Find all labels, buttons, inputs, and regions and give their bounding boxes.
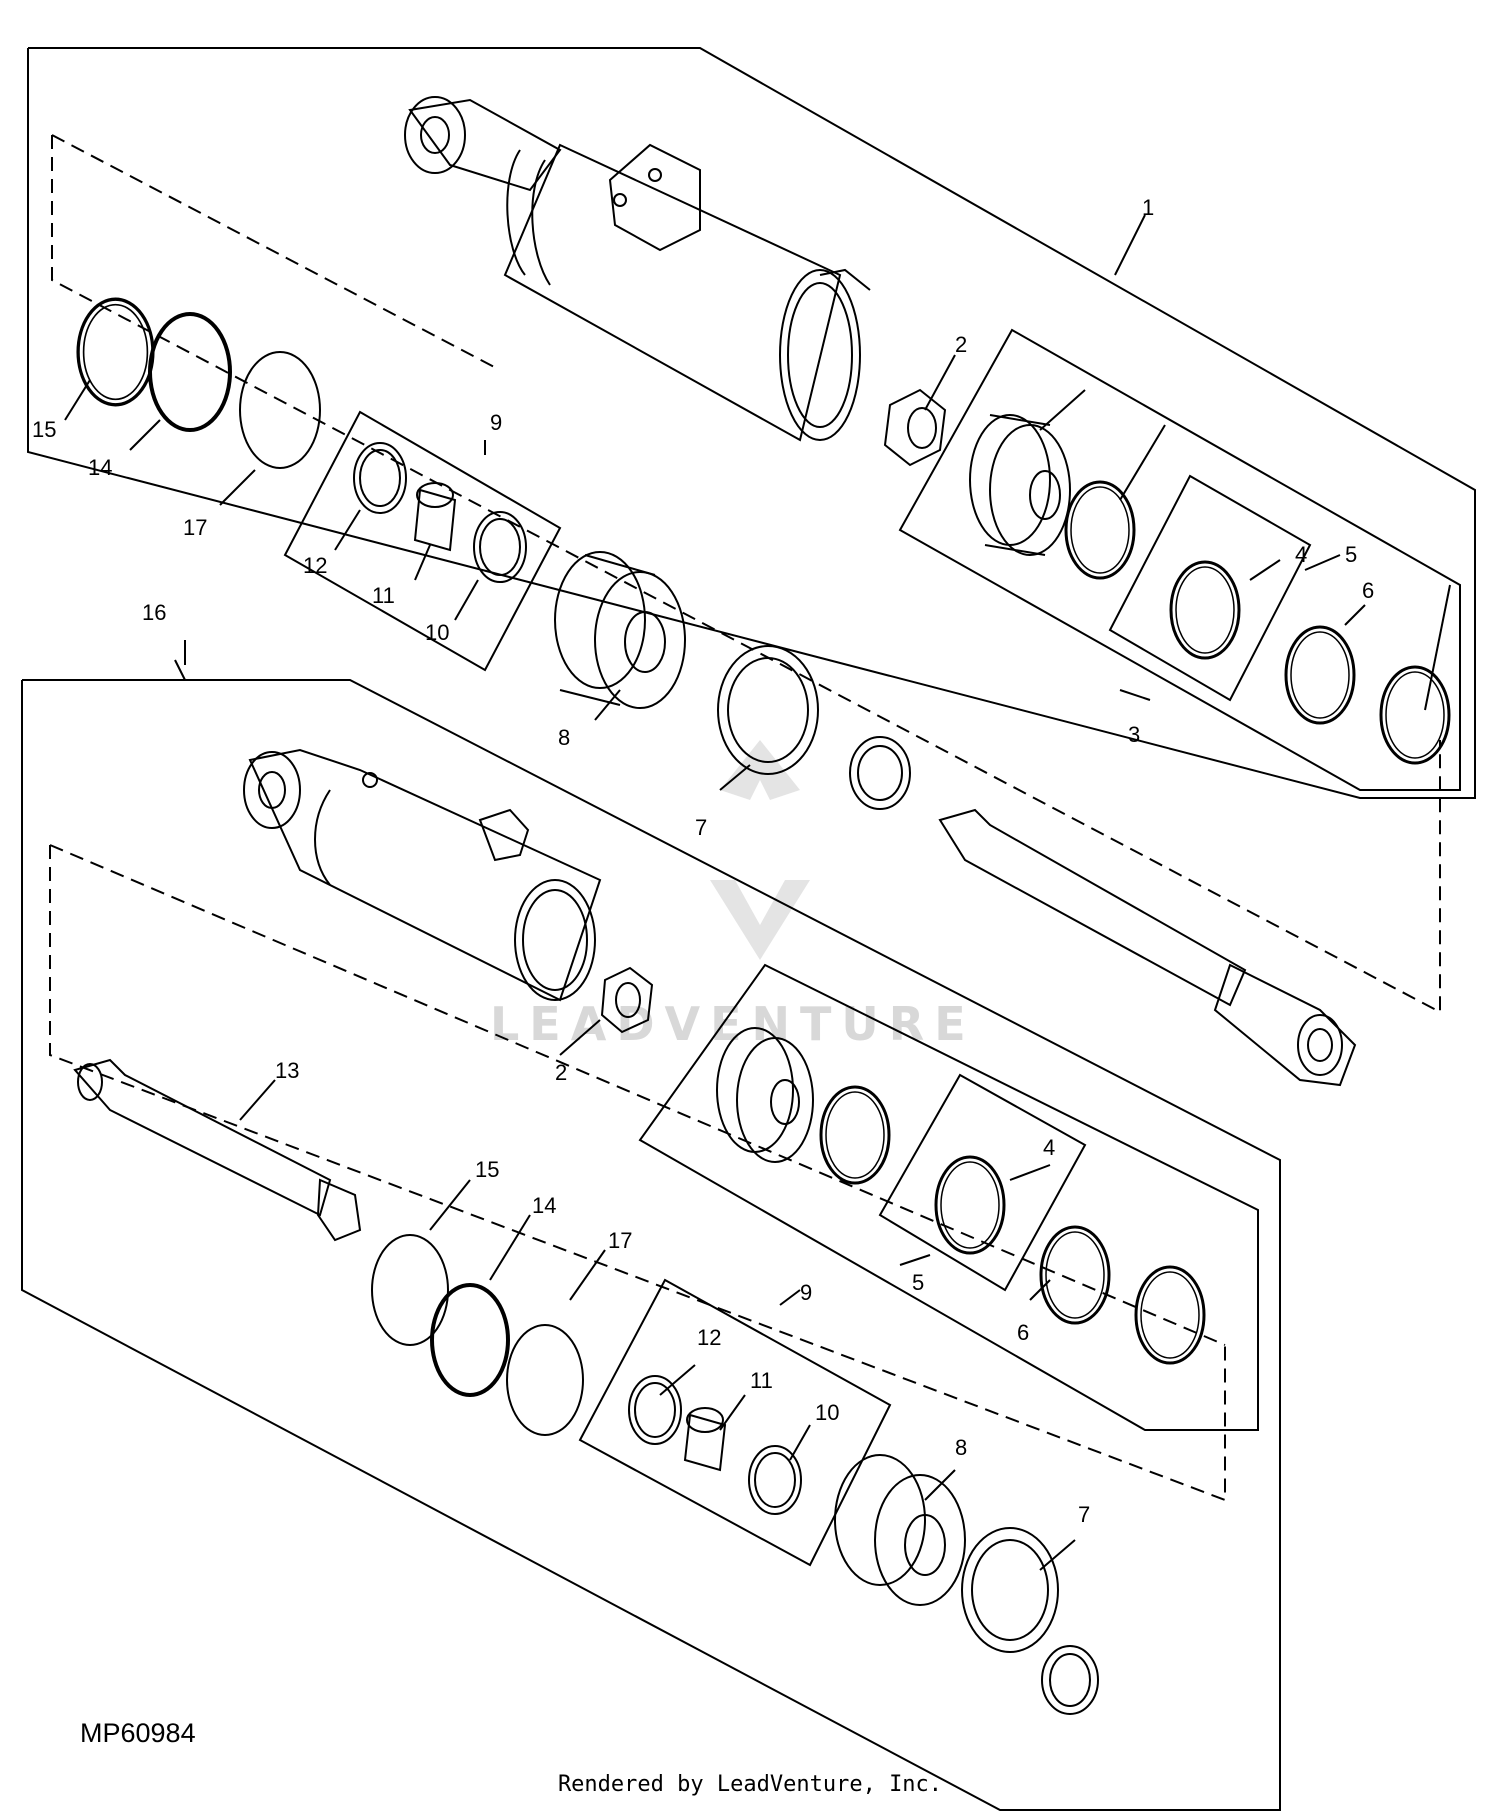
piston-rod-upper	[938, 808, 1357, 1087]
callout-16: 16	[142, 600, 166, 625]
callout-3: 3	[1128, 722, 1140, 747]
lower-callouts: 16 2 4 5 6 7 8 9 10 11 12 13 14 15 17	[142, 600, 1090, 1527]
callout-10-lower: 10	[815, 1400, 839, 1425]
callout-4-lower: 4	[1043, 1135, 1055, 1160]
seal-kit-box-lower	[638, 963, 1259, 1431]
ring-upper-a	[1064, 480, 1136, 580]
credit-line: Rendered by LeadVenture, Inc.	[557, 1772, 943, 1797]
callout-7-lower: 7	[1078, 1502, 1090, 1527]
upper-assembly	[27, 47, 1476, 1087]
callout-8-upper: 8	[558, 725, 570, 750]
ring-6-upper	[1284, 625, 1356, 725]
callout-1: 1	[1142, 195, 1154, 220]
callout-14-upper: 14	[88, 455, 112, 480]
callout-12-upper: 12	[303, 553, 327, 578]
lower-kit-dashed-boundary	[49, 845, 1226, 1502]
sub-box-4	[1108, 474, 1312, 702]
callout-7-upper: 7	[695, 815, 707, 840]
upper-boundary	[27, 47, 1476, 799]
callout-10-upper: 10	[425, 620, 449, 645]
cylinder-barrel	[404, 96, 871, 442]
upper-callouts: 1 2 3 4 5 6 7 8 9 10 11 12 14 15 17	[32, 195, 1374, 840]
callout-6-lower: 6	[1017, 1320, 1029, 1345]
kit-box-9	[283, 410, 562, 672]
kit-box-9-lower	[578, 1278, 892, 1567]
callout-11-lower: 11	[750, 1368, 773, 1393]
callout-8-lower: 8	[955, 1435, 967, 1460]
callout-17-upper: 17	[183, 515, 207, 540]
lower-boundary	[21, 679, 1281, 1811]
callout-12-lower: 12	[697, 1325, 721, 1350]
watermark-text: LEADVENTURE	[490, 997, 976, 1051]
callout-15-lower: 15	[475, 1157, 499, 1182]
sub-box-4-lower	[878, 1073, 1087, 1292]
figure-id: MP60984	[80, 1718, 196, 1748]
ring-6-lower	[1039, 1225, 1111, 1325]
callout-2-upper: 2	[955, 332, 967, 357]
callout-5-lower: 5	[912, 1270, 924, 1295]
piston-rod-13	[73, 1058, 362, 1242]
callout-2-lower: 2	[555, 1060, 567, 1085]
callout-17-lower: 17	[608, 1228, 632, 1253]
watermark: LEADVENTURE	[490, 740, 976, 1051]
ring-5-lower	[1134, 1265, 1206, 1365]
ring-5-upper	[1379, 665, 1451, 765]
nut-2-lower	[600, 966, 654, 1034]
callout-9-lower: 9	[800, 1280, 812, 1305]
callout-6-upper: 6	[1362, 578, 1374, 603]
callout-13: 13	[275, 1058, 299, 1083]
callout-9-upper: 9	[490, 410, 502, 435]
ring-lower-a	[819, 1085, 891, 1185]
seal-kit-box-3	[898, 328, 1461, 791]
callout-15-upper: 15	[32, 417, 56, 442]
callout-4-upper: 4	[1295, 542, 1307, 567]
nut-2	[883, 388, 947, 467]
callout-5-upper: 5	[1345, 542, 1357, 567]
ring-15-upper	[76, 297, 155, 407]
piston	[969, 414, 1071, 556]
callout-14-lower: 14	[532, 1193, 556, 1218]
lower-assembly	[21, 659, 1281, 1811]
gland-8	[554, 551, 686, 709]
ring-4-upper	[1169, 560, 1241, 660]
upper-kit-dashed-boundary	[51, 135, 1441, 1014]
callout-11-upper: 11	[372, 583, 395, 608]
ring-4-lower	[934, 1155, 1006, 1255]
cylinder-barrel-lower	[243, 748, 602, 1002]
